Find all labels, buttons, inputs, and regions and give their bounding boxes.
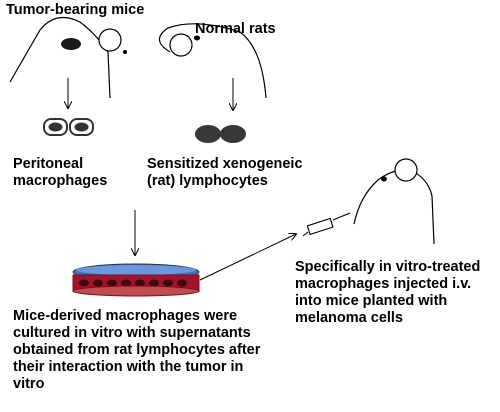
peritoneal-macrophages-label: Peritoneal macrophages	[13, 156, 107, 190]
rat-icon	[158, 23, 267, 99]
sensitized-label-line2: (rat) lymphocytes	[147, 173, 268, 189]
culture-dish-icon	[72, 263, 200, 297]
culture-label-line5: vitro	[13, 376, 45, 392]
peritoneal-label-line2: macrophages	[13, 173, 108, 189]
injected-label-line2: macrophages injected i.v.	[295, 276, 472, 292]
sensitized-lymphocytes-label: Sensitized xenogeneic (rat) lymphocytes	[147, 156, 303, 190]
culture-label-line4: their interaction with the tumor in	[13, 359, 244, 375]
recipient-mouse-icon	[353, 158, 435, 245]
macrophage-cells-icon	[43, 118, 94, 136]
culture-label-line3: obtained from rat lymphocytes after	[13, 342, 261, 358]
tumor-mice-label: Tumor-bearing mice	[6, 2, 145, 18]
injected-macrophages-label: Specifically in vitro-treated macrophage…	[295, 259, 480, 327]
injected-label-line4: melanoma cells	[295, 310, 403, 326]
injected-label-line1: Specifically in vitro-treated	[295, 259, 481, 275]
syringe-icon	[302, 212, 351, 237]
culture-description-label: Mice-derived macrophages were cultured i…	[13, 308, 260, 393]
mouse-icon	[9, 16, 127, 99]
injected-label-line3: into mice planted with	[295, 293, 448, 309]
normal-rats-label: Normal rats	[195, 21, 276, 37]
culture-label-line1: Mice-derived macrophages were	[13, 308, 238, 324]
culture-label-line2: cultured in vitro with supernatants	[13, 325, 251, 341]
lymphocyte-cells-icon	[195, 125, 246, 143]
peritoneal-label-line1: Peritoneal	[13, 156, 84, 172]
arrow-dish-to-syringe	[199, 234, 296, 281]
sensitized-label-line1: Sensitized xenogeneic	[147, 156, 303, 172]
